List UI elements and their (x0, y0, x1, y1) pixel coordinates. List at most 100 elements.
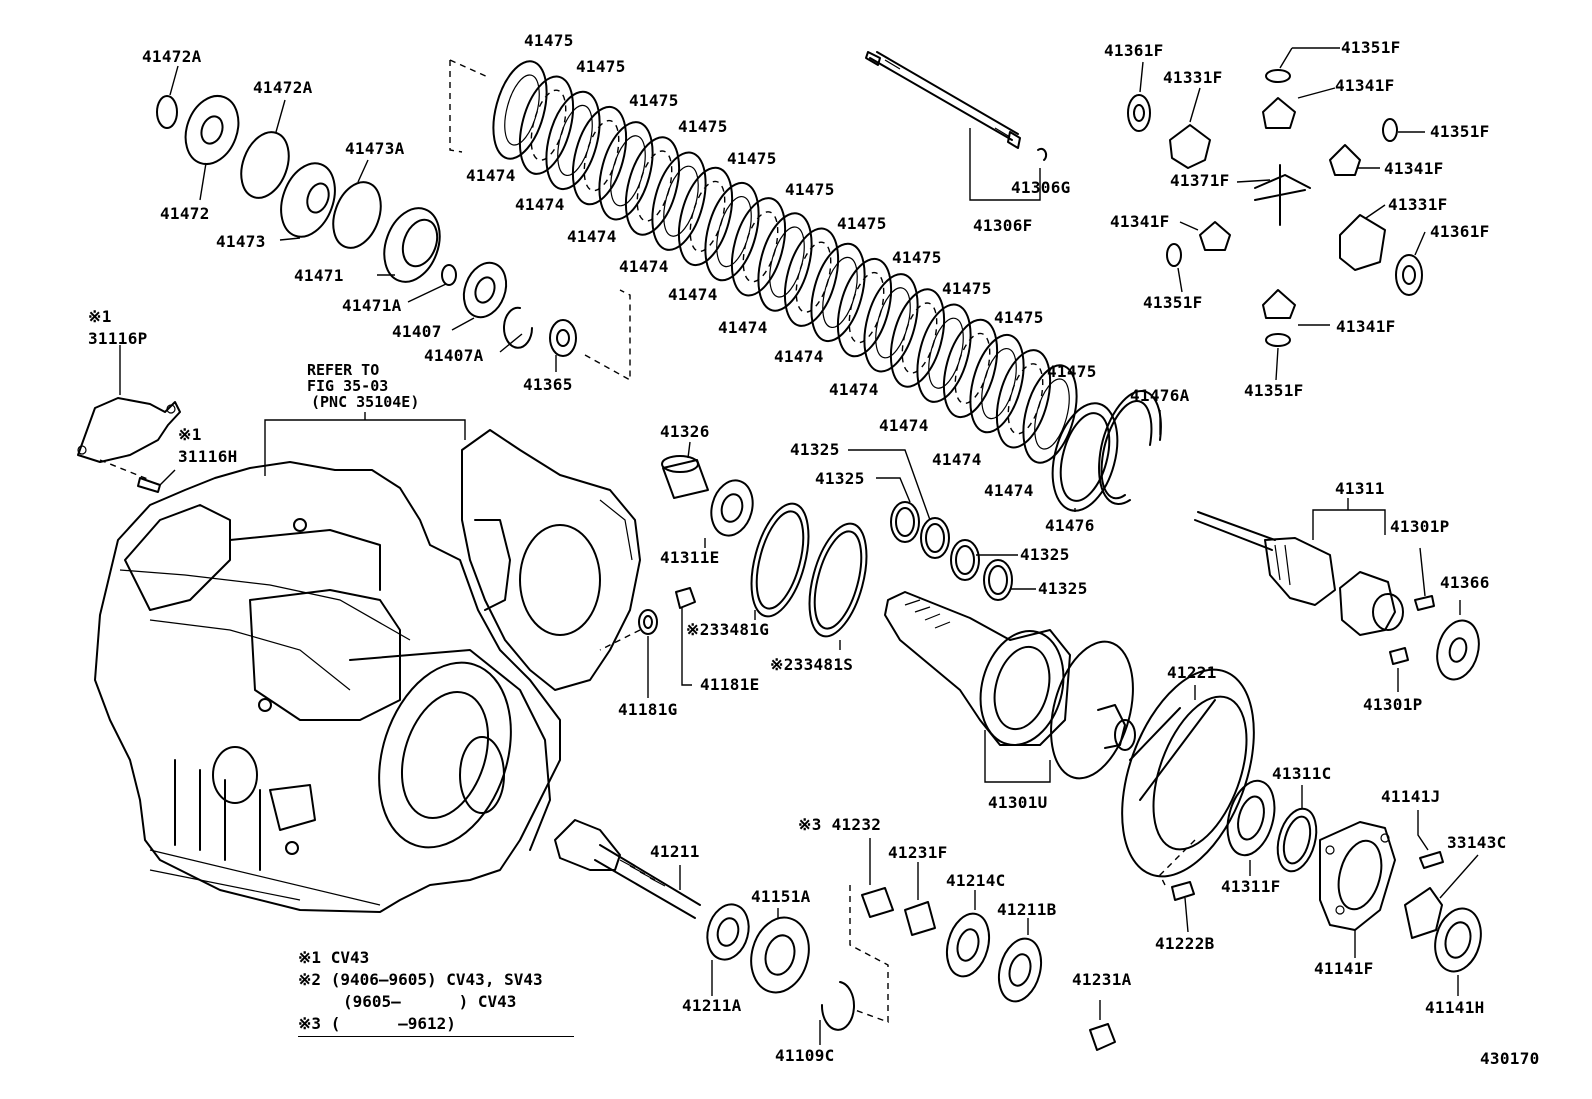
label-41475-4: 41475 (678, 117, 728, 136)
label-41474-2: 41474 (515, 195, 565, 214)
counter-gear-drawing (554, 819, 1116, 1051)
label-31116p-mark: ※1 (88, 307, 112, 326)
clutch-disc (571, 105, 628, 206)
clutch-bracket-dash (449, 59, 491, 153)
differential-gears-drawing (1127, 47, 1426, 381)
transaxle-case-drawing (94, 412, 641, 913)
label-41475-2: 41475 (576, 57, 626, 76)
clutch-disc (677, 166, 734, 267)
label-41476: 41476 (1045, 516, 1095, 535)
clutch-disc (624, 136, 681, 236)
clutch-plate (1022, 364, 1078, 464)
legend-row-3: (9605– ) CV43 (298, 991, 574, 1013)
label-41211b: 41211B (997, 900, 1057, 919)
clutch-disc (942, 318, 999, 419)
label-41141j: 41141J (1381, 787, 1441, 806)
label-31116h: 31116H (178, 447, 238, 466)
clutch-plate (757, 212, 813, 312)
rings-41325-drawing (848, 449, 1036, 601)
label-41474-8: 41474 (829, 380, 879, 399)
legend-text-1: CV43 (330, 948, 370, 967)
label-41474-11: 41474 (984, 481, 1034, 500)
middle-parts-drawing (599, 441, 868, 698)
label-41326: 41326 (660, 422, 710, 441)
label-41475-3: 41475 (629, 91, 679, 110)
label-41474-7: 41474 (774, 347, 824, 366)
clutch-disc (836, 257, 893, 358)
clutch-inner-ring (1034, 378, 1070, 450)
clutch-plate (810, 242, 866, 343)
label-41475-5: 41475 (727, 149, 777, 168)
label-41306f: 41306F (973, 216, 1033, 235)
label-41361f-top: 41361F (1104, 41, 1164, 60)
label-41475-6: 41475 (785, 180, 835, 199)
reference-note-line3: (PNC 35104E) (311, 393, 420, 411)
label-41365: 41365 (523, 375, 573, 394)
label-31116p: 31116P (88, 329, 148, 348)
legend-text-2: (9406–9605) CV43, SV43 (330, 970, 543, 989)
label-41476a: 41476A (1130, 386, 1190, 405)
label-41474-3: 41474 (567, 227, 617, 246)
label-41351f-bottom: 41351F (1244, 381, 1304, 400)
label-41473: 41473 (216, 232, 266, 251)
label-41109c: 41109C (775, 1046, 835, 1065)
label-41474-5: 41474 (668, 285, 718, 304)
legend-underline (298, 1036, 574, 1037)
clutch-plate (704, 181, 760, 282)
label-41301p-top: 41301P (1390, 517, 1450, 536)
label-41475-8: 41475 (892, 248, 942, 267)
label-41341f-left: 41341F (1110, 212, 1170, 231)
label-41331f-right: 41331F (1388, 195, 1448, 214)
label-41474-4: 41474 (619, 257, 669, 276)
label-41181e: 41181E (700, 675, 760, 694)
label-41211: 41211 (650, 842, 700, 861)
snap-ring-drawing (1051, 390, 1162, 512)
label-41141h: 41141H (1425, 998, 1485, 1017)
label-41221: 41221 (1167, 663, 1217, 682)
ring-gear-drawing (1121, 668, 1482, 996)
label-41301u: 41301U (988, 793, 1048, 812)
clutch-disc (889, 288, 946, 388)
label-33143c: 33143C (1447, 833, 1507, 852)
label-41474-10: 41474 (932, 450, 982, 469)
clutch-plate (916, 303, 972, 403)
legend-text-4: ( –9612) (330, 1014, 456, 1033)
clutch-disc-stack-drawing (492, 60, 1078, 464)
clutch-plate (598, 121, 654, 221)
clutch-disc (783, 227, 840, 327)
label-41151a: 41151A (751, 887, 811, 906)
label-41361f-right: 41361F (1430, 222, 1490, 241)
label-41473a: 41473A (345, 139, 405, 158)
label-41325-2: 41325 (815, 469, 865, 488)
pump-parts-drawing (156, 65, 631, 382)
label-41351f-left: 41351F (1143, 293, 1203, 312)
label-31116h-mark: ※1 (178, 425, 202, 444)
label-41475-10: 41475 (994, 308, 1044, 327)
legend-row-4: ※3 ( –9612) (298, 1013, 574, 1035)
clutch-plate (863, 273, 919, 373)
label-41366: 41366 (1440, 573, 1490, 592)
label-41474-9: 41474 (879, 416, 929, 435)
label-41311: 41311 (1335, 479, 1385, 498)
legend-row-2: ※2 (9406–9605) CV43, SV43 (298, 969, 574, 991)
label-41141f: 41141F (1314, 959, 1374, 978)
part-31116p-drawing (77, 345, 181, 493)
clutch-plate (492, 60, 548, 160)
legend-mark-2: ※2 (298, 970, 322, 989)
figure-number: 430170 (1480, 1049, 1540, 1068)
label-41474-1: 41474 (466, 166, 516, 185)
label-41472: 41472 (160, 204, 210, 223)
reference-note-line2: FIG 35-03 (307, 377, 389, 395)
legend-row-1: ※1 CV43 (298, 947, 574, 969)
label-41325-1: 41325 (790, 440, 840, 459)
shaft-41306f-drawing (865, 51, 1048, 201)
label-41301p-bottom: 41301P (1363, 695, 1423, 714)
label-41475-11: 41475 (1047, 362, 1097, 381)
label-41211a: 41211A (682, 996, 742, 1015)
differential-case-drawing (884, 498, 1480, 783)
label-41306g: 41306G (1011, 178, 1071, 197)
clutch-plate (969, 333, 1025, 434)
legend-mark-1: ※1 (298, 948, 322, 967)
